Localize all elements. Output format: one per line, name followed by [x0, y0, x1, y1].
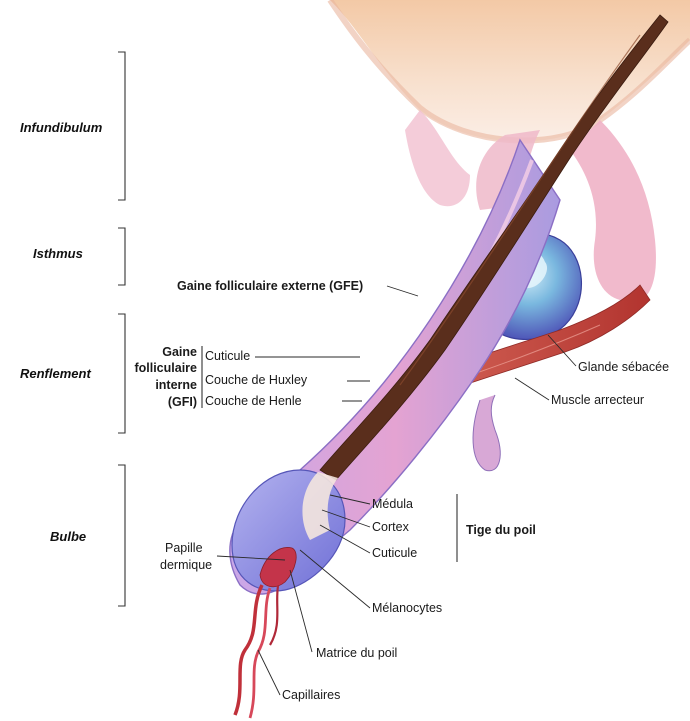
bracket-infundibulum — [118, 52, 125, 200]
label-gfe: Gaine folliculaire externe (GFE) — [177, 279, 363, 293]
label-gfi-cuticule: Cuticule — [205, 349, 250, 363]
label-tige-cuticule: Cuticule — [372, 546, 417, 560]
leader-melanocytes — [300, 550, 370, 608]
label-tige: Tige du poil — [466, 523, 536, 537]
label-gfi-huxley: Couche de Huxley — [205, 373, 308, 387]
capillaries — [235, 585, 278, 718]
leader-gfe — [387, 286, 418, 296]
label-gfi-1: Gaine — [162, 345, 197, 359]
label-gfi-henle: Couche de Henle — [205, 394, 302, 408]
label-gfi-2: folliculaire — [134, 361, 197, 375]
label-papille-1: Papille — [165, 541, 203, 555]
label-cortex: Cortex — [372, 520, 410, 534]
leader-capillaires — [258, 650, 280, 695]
label-isthmus: Isthmus — [33, 246, 83, 261]
label-infundibulum: Infundibulum — [20, 120, 103, 135]
label-capillaires: Capillaires — [282, 688, 340, 702]
region-brackets — [118, 52, 125, 606]
label-gfi-4: (GFI) — [168, 395, 197, 409]
bracket-renflement — [118, 314, 125, 433]
label-papille-2: dermique — [160, 558, 212, 572]
label-melanocytes: Mélanocytes — [372, 601, 442, 615]
bracket-isthmus — [118, 228, 125, 285]
label-muscle: Muscle arrecteur — [551, 393, 644, 407]
label-gfi-3: interne — [155, 378, 197, 392]
label-renflement: Renflement — [20, 366, 91, 381]
label-bulbe: Bulbe — [50, 529, 86, 544]
label-medula: Médula — [372, 497, 413, 511]
bracket-bulbe — [118, 465, 125, 606]
label-glande: Glande sébacée — [578, 360, 669, 374]
leader-muscle — [515, 378, 549, 400]
label-matrice: Matrice du poil — [316, 646, 397, 660]
